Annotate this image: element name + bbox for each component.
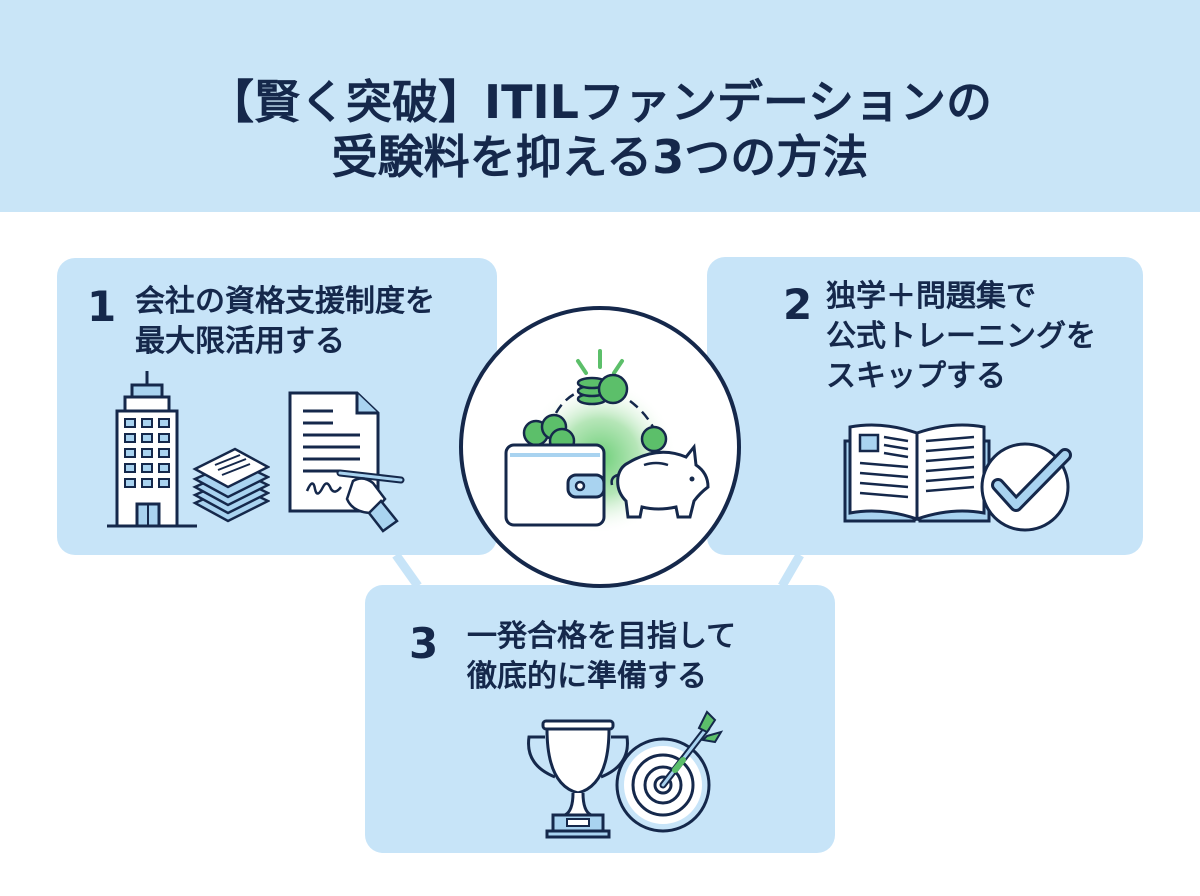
method-title: 独学＋問題集で 公式トレーニングを スキップする — [826, 277, 1096, 397]
method-title-line: 徹底的に準備する — [467, 659, 707, 694]
dart-target-icon — [615, 710, 724, 833]
connector-card1-card3 — [392, 552, 422, 589]
method-card-3: 3 一発合格を目指して 徹底的に準備する — [365, 585, 835, 853]
checkmark-circle-icon — [980, 442, 1072, 532]
method-title-line: 最大限活用する — [135, 324, 345, 359]
method-title: 会社の資格支援制度を 最大限活用する — [135, 282, 435, 362]
open-book-icon — [843, 423, 991, 523]
savings-center-illustration — [459, 306, 741, 588]
page-title-line-1: 【賢く突破】ITILファンデーションの — [208, 75, 992, 129]
method-card-2: 2 独学＋問題集で 公式トレーニングを スキップする — [707, 257, 1143, 555]
method-title-line: 公式トレーニングを — [826, 319, 1096, 354]
wallet-icon — [504, 413, 606, 527]
piggy-bank-icon — [610, 425, 710, 519]
method-title-line: 一発合格を目指して — [467, 619, 737, 654]
method-title: 一発合格を目指して 徹底的に準備する — [467, 617, 736, 697]
coins-icon — [576, 373, 629, 406]
method-title-line: 会社の資格支援制度を — [135, 284, 435, 319]
method-title-line: スキップする — [826, 359, 1006, 394]
method-number: 3 — [409, 619, 439, 668]
sparkle-icon — [576, 349, 624, 375]
method-card-1: 1 会社の資格支援制度を 最大限活用する — [57, 258, 497, 555]
method-number: 2 — [783, 280, 813, 329]
header-banner: 【賢く突破】ITILファンデーションの 受験料を抑える3つの方法 — [0, 0, 1200, 212]
method-title-line: 独学＋問題集で — [826, 279, 1036, 314]
method-number: 1 — [87, 282, 117, 331]
connector-card2-card3 — [778, 552, 804, 589]
office-building-icon — [107, 371, 197, 528]
page-title-line-2: 受験料を抑える3つの方法 — [331, 130, 869, 184]
signing-contract-icon — [288, 391, 405, 533]
document-stack-icon — [192, 447, 270, 523]
trophy-icon — [527, 719, 629, 839]
